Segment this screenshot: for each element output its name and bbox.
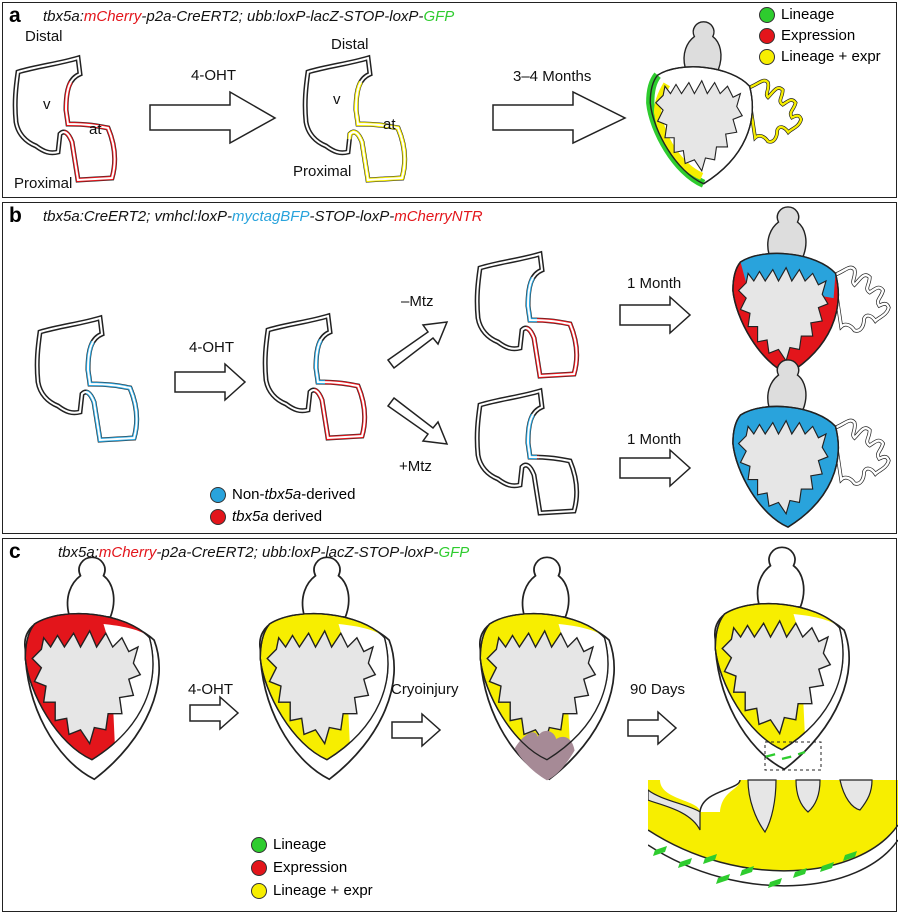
arrow-4oht-c bbox=[189, 695, 240, 731]
adult-heart-c-yellow bbox=[258, 556, 396, 781]
legend-c-lineage-expr-label: Lineage + expr bbox=[273, 882, 373, 899]
label-month-1: 1 Month bbox=[627, 275, 682, 292]
label-month-2: 1 Month bbox=[627, 431, 682, 448]
label-at-2: at bbox=[383, 116, 396, 133]
label-4oht-a: 4-OHT bbox=[191, 67, 236, 84]
genotype-b-part1: tbx5a:CreERT2; vmhcl:loxP- bbox=[43, 208, 232, 225]
panel-a-artwork bbox=[15, 21, 803, 188]
legend-b-non-derived: Non-tbx5a-derived bbox=[210, 486, 355, 503]
legend-a-lineage-expr-label: Lineage + expr bbox=[781, 48, 881, 65]
panel-c: c tbx5a:mCherry-p2a-CreERT2; ubb:loxP-la… bbox=[2, 538, 897, 912]
genotype-a-part3: -p2a-CreERT2; ubb:loxP-lacZ-STOP-loxP- bbox=[141, 8, 424, 25]
legend-dot-green-c bbox=[251, 836, 267, 853]
adult-heart-a bbox=[646, 21, 803, 188]
legend-b-derived-label: tbx5a derived bbox=[232, 508, 322, 525]
legend-dot-red bbox=[759, 27, 775, 44]
genotype-c-gfp: GFP bbox=[438, 544, 470, 561]
genotype-c-part3: -p2a-CreERT2; ubb:loxP-lacZ-STOP-loxP- bbox=[156, 544, 439, 561]
label-90-days: 90 Days bbox=[630, 681, 686, 698]
adult-heart-c-regenerated bbox=[713, 546, 851, 771]
legend-b-derived: tbx5a derived bbox=[210, 508, 322, 525]
adult-heart-c-red bbox=[23, 556, 161, 781]
genotype-a-part1: tbx5a: bbox=[43, 8, 84, 25]
legend-c-expression-label: Expression bbox=[273, 859, 348, 876]
arrow-cryo bbox=[391, 712, 442, 748]
panel-a: a tbx5a:mCherry-p2a-CreERT2; ubb:loxP-la… bbox=[2, 2, 897, 198]
zoom-inset bbox=[648, 779, 898, 888]
legend-b1-suffix: derived bbox=[268, 508, 323, 525]
arrow-minus-mtz bbox=[386, 321, 449, 370]
legend-dot-yellow-c bbox=[251, 882, 267, 899]
arrow-month-1 bbox=[619, 295, 692, 335]
label-proximal-2: Proximal bbox=[293, 163, 352, 180]
legend-b-non-derived-label: Non-tbx5a-derived bbox=[232, 486, 355, 503]
panel-label-b: b bbox=[9, 204, 22, 227]
label-v-2: v bbox=[333, 91, 341, 108]
panel-b: b tbx5a:CreERT2; vmhcl:loxP-myctagBFP-ST… bbox=[2, 202, 897, 534]
genotype-b-mcherryntr: mCherryNTR bbox=[394, 208, 483, 225]
label-distal-2: Distal bbox=[331, 36, 369, 53]
legend-a-lineage-label: Lineage bbox=[781, 6, 835, 23]
legend-dot-red-b bbox=[210, 508, 226, 525]
legend-a-lineage-expr: Lineage + expr bbox=[759, 48, 881, 65]
panel-b-artwork bbox=[37, 206, 891, 528]
label-4oht-c: 4-OHT bbox=[188, 681, 233, 698]
genotype-a-mcherry: mCherry bbox=[83, 8, 142, 25]
genotype-c-part1: tbx5a: bbox=[58, 544, 99, 561]
arrow-4oht-b bbox=[174, 362, 247, 402]
arrow-month-2 bbox=[619, 448, 692, 488]
injury-area bbox=[514, 730, 575, 781]
genotype-c: tbx5a:mCherry-p2a-CreERT2; ubb:loxP-lacZ… bbox=[58, 544, 469, 561]
panel-label-c: c bbox=[9, 540, 21, 563]
gfp-cells bbox=[653, 846, 857, 888]
arrow-plus-mtz bbox=[386, 396, 449, 445]
label-cryoinjury: Cryoinjury bbox=[391, 681, 459, 698]
genotype-b-part3: -STOP-loxP- bbox=[309, 208, 395, 225]
label-months: 3–4 Months bbox=[513, 68, 592, 85]
arrow-90-days bbox=[627, 710, 678, 746]
genotype-b-bfp: myctagBFP bbox=[231, 208, 310, 225]
legend-c-lineage-label: Lineage bbox=[273, 836, 327, 853]
legend-c-lineage-expr: Lineage + expr bbox=[251, 882, 373, 899]
adult-heart-c-injured bbox=[478, 556, 616, 781]
label-proximal-1: Proximal bbox=[14, 175, 73, 192]
panel-c-artwork bbox=[23, 546, 898, 888]
legend-a-expression-label: Expression bbox=[781, 27, 856, 44]
legend-b1-italic: tbx5a bbox=[232, 508, 269, 525]
legend-dot-red-c bbox=[251, 859, 267, 876]
legend-dot-blue bbox=[210, 486, 226, 503]
genotype-a-gfp: GFP bbox=[423, 8, 455, 25]
panel-label-a: a bbox=[9, 4, 21, 27]
adult-heart-b-minus bbox=[732, 206, 891, 375]
genotype-b: tbx5a:CreERT2; vmhcl:loxP-myctagBFP-STOP… bbox=[43, 208, 483, 225]
arrow-months bbox=[492, 90, 627, 145]
legend-a-lineage: Lineage bbox=[759, 6, 834, 23]
genotype-a: tbx5a:mCherry-p2a-CreERT2; ubb:loxP-lacZ… bbox=[43, 8, 454, 25]
label-4oht-b: 4-OHT bbox=[189, 339, 234, 356]
legend-b0-italic: tbx5a bbox=[264, 486, 302, 503]
label-at-1: at bbox=[89, 121, 102, 138]
label-distal-1: Distal bbox=[25, 28, 63, 45]
arrow-4oht-a bbox=[149, 90, 277, 145]
label-plus-mtz: +Mtz bbox=[399, 458, 432, 475]
label-minus-mtz: –Mtz bbox=[401, 293, 434, 310]
legend-c-lineage: Lineage bbox=[251, 836, 326, 853]
genotype-c-mcherry: mCherry bbox=[98, 544, 157, 561]
legend-dot-yellow bbox=[759, 48, 775, 65]
legend-b0-suffix: -derived bbox=[301, 486, 356, 503]
legend-a-expression: Expression bbox=[759, 27, 855, 44]
legend-dot-green bbox=[759, 6, 775, 23]
legend-b0-prefix: Non- bbox=[232, 486, 265, 503]
label-v-1: v bbox=[43, 96, 51, 113]
legend-c-expression: Expression bbox=[251, 859, 347, 876]
